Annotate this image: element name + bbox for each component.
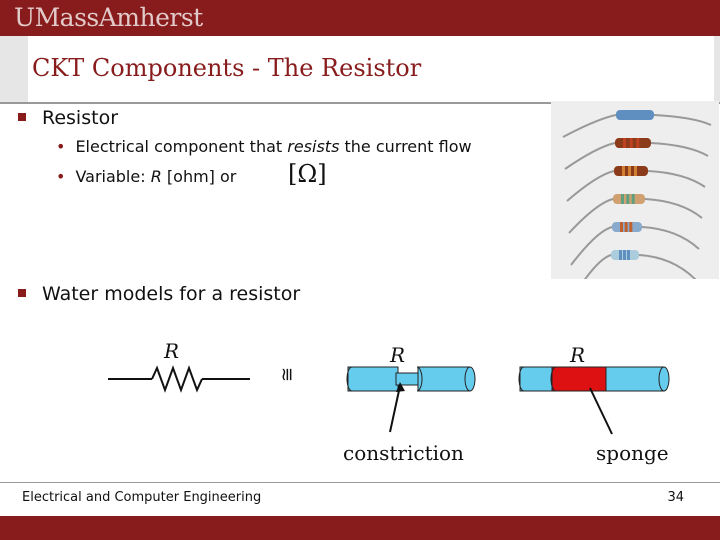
constriction-arrow-icon <box>396 382 405 392</box>
definition-text-1: Electrical component that <box>75 137 288 156</box>
sub-bullet-variable: • Variable: R [ohm] or <box>56 167 236 186</box>
variable-text-2: [ohm] or <box>161 167 237 186</box>
resistor-body <box>615 138 651 148</box>
sponge-caption: sponge <box>596 441 669 465</box>
bullet-water-text: Water models for a resistor <box>42 283 301 305</box>
bullet-square-icon <box>18 288 26 297</box>
bullet-water-models: Water models for a resistor <box>18 283 300 305</box>
resistor-color-band <box>634 166 637 176</box>
title-band <box>0 36 720 102</box>
sponge-r-label: R <box>570 343 586 367</box>
definition-text-2: the current flow <box>339 137 472 156</box>
sponge-pipe <box>518 366 670 392</box>
title-right-strip <box>714 36 720 102</box>
footer-divider <box>0 482 720 483</box>
header-bar: UMassAmherst <box>0 0 720 36</box>
resistor-color-band <box>627 250 630 260</box>
bullet-square-icon <box>18 112 26 121</box>
resistor-photo-svg <box>562 110 712 298</box>
resistor-color-band <box>629 222 633 232</box>
definition-emphasis: resists <box>287 137 340 156</box>
footer-bar <box>0 516 720 540</box>
resistor-photo <box>551 101 719 298</box>
slide-title: CKT Components - The Resistor <box>32 54 422 82</box>
resistor-color-band <box>629 138 633 148</box>
resistor-color-band <box>638 110 642 120</box>
variable-text-1: Variable: <box>75 167 151 186</box>
bullet-resistor-text: Resistor <box>42 107 118 129</box>
constriction-pointer <box>389 385 401 433</box>
title-divider <box>0 102 720 104</box>
ohm-unit-symbol: [Ω] <box>288 160 327 188</box>
resistor-color-band <box>623 138 626 148</box>
footer-department: Electrical and Computer Engineering <box>22 490 262 505</box>
resistor-color-band <box>624 222 628 232</box>
resistor-color-band <box>631 194 635 204</box>
resistor-symbol-label: R <box>164 339 180 363</box>
resistor-color-band <box>626 194 630 204</box>
approx-equal-symbol: ≅ <box>277 366 299 383</box>
university-logo: UMassAmherst <box>14 3 203 32</box>
constriction-caption: constriction <box>343 441 464 465</box>
resistor-color-band <box>636 138 640 148</box>
bullet-dot-icon: • <box>56 137 66 156</box>
constriction-pipe <box>346 366 476 392</box>
constriction-r-label: R <box>390 343 406 367</box>
sub-bullet-definition: • Electrical component that resists the c… <box>56 137 472 156</box>
resistor-color-band <box>621 194 624 204</box>
resistor-color-band <box>620 222 623 232</box>
variable-symbol: R <box>150 167 162 186</box>
resistor-color-band <box>622 166 625 176</box>
resistor-color-band <box>624 110 627 120</box>
resistor-color-band <box>628 166 631 176</box>
resistor-zigzag-icon <box>151 365 203 393</box>
resistor-color-band <box>623 250 626 260</box>
resistor-color-band <box>631 110 635 120</box>
resistor-body <box>616 110 654 120</box>
bullet-dot-icon: • <box>56 167 66 186</box>
sponge-pointer <box>589 387 613 435</box>
title-left-strip <box>0 36 28 102</box>
page-number: 34 <box>667 490 684 505</box>
resistor-color-band <box>619 250 622 260</box>
water-model-diagram <box>108 365 670 435</box>
bullet-resistor: Resistor <box>18 107 118 129</box>
